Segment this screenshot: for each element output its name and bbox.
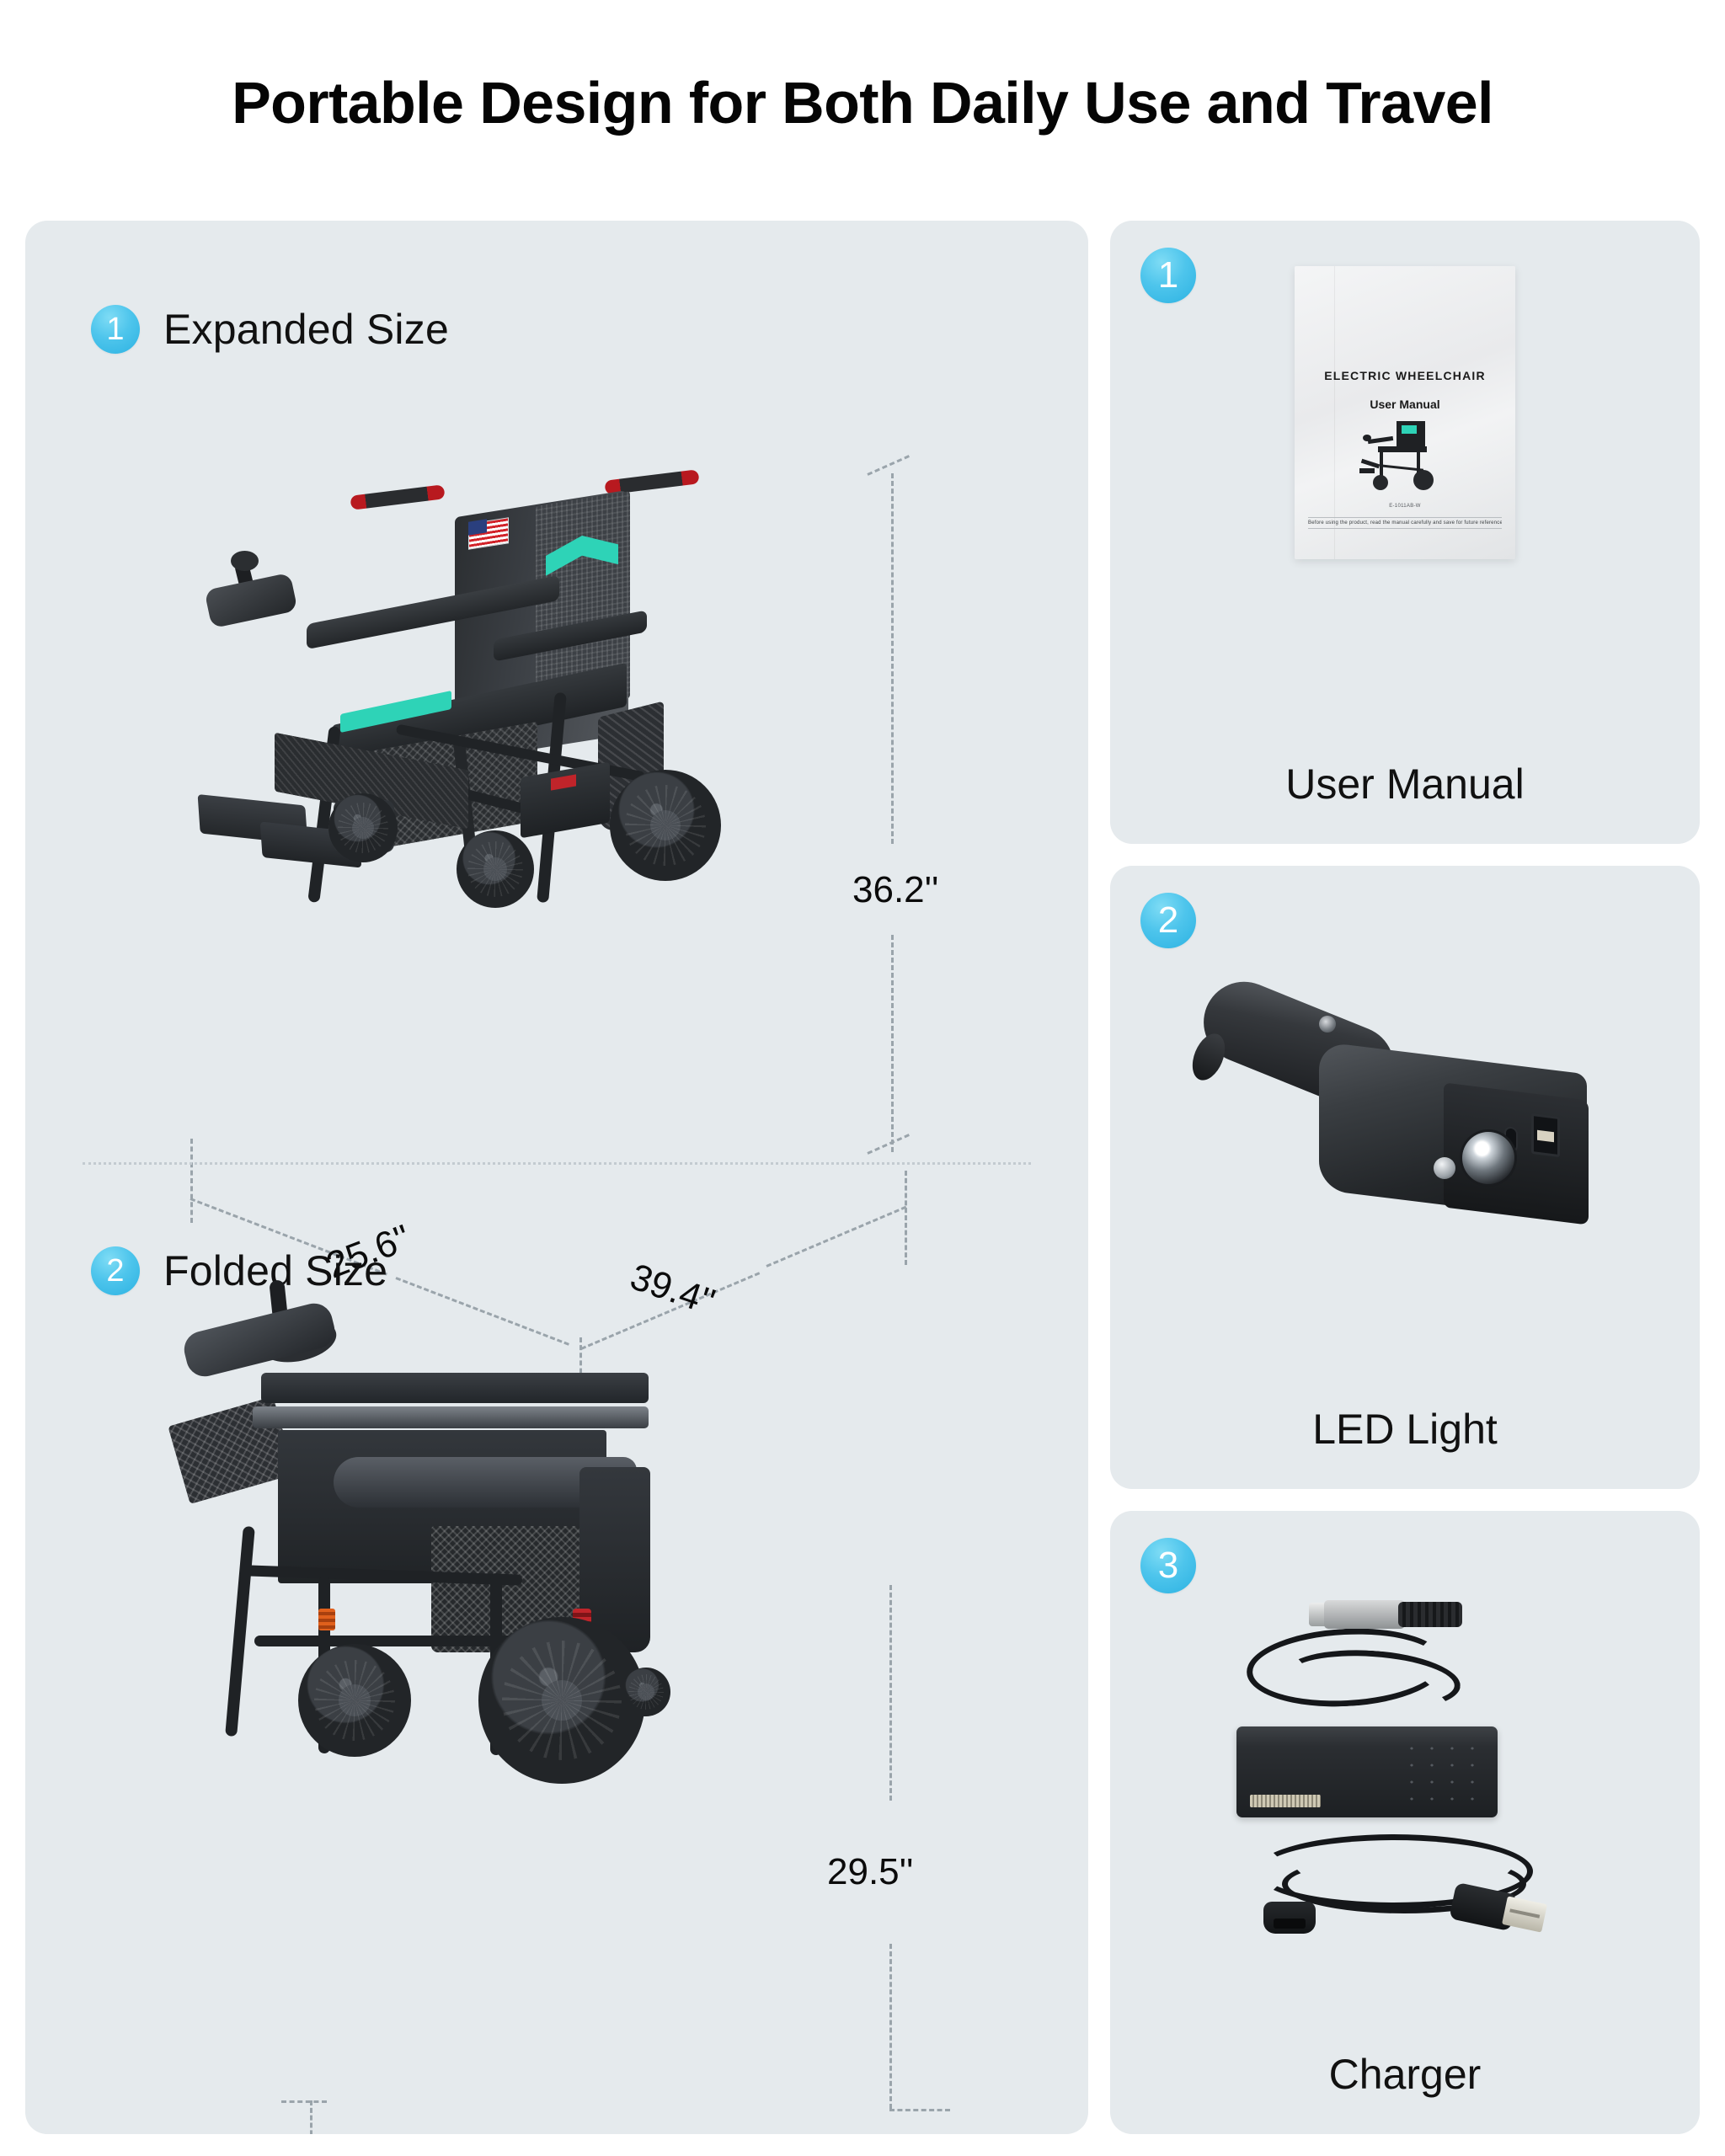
folded-seat-rail	[253, 1406, 649, 1428]
folded-frame-upright-a	[225, 1525, 255, 1737]
folded-anti-tip-hub	[638, 1684, 654, 1700]
manual-heading: ELECTRIC WHEELCHAIR	[1324, 369, 1486, 382]
guide-height-vertical	[891, 473, 894, 844]
step-badge-2: 2	[91, 1246, 140, 1295]
dimension-height-folded: 29.5''	[827, 1851, 914, 1892]
drawing-footplate	[1359, 468, 1375, 473]
section-header-expanded: 1 Expanded Size	[91, 305, 449, 354]
folded-frame-rail-lower	[254, 1636, 549, 1646]
push-handle-left	[350, 484, 446, 510]
drawing-frame-b	[1417, 452, 1420, 474]
accessory-card-user-manual: 1 ELECTRIC WHEELCHAIR User Manual	[1110, 221, 1700, 844]
charger-spec-label	[1250, 1795, 1321, 1807]
guide-folded-height-lower	[889, 1944, 892, 2109]
left-column: 1 Expanded Size	[25, 221, 1088, 2134]
drawing-armrest	[1367, 435, 1394, 445]
dimension-height-expanded: 36.2''	[852, 869, 939, 910]
folded-quick-release	[318, 1609, 335, 1630]
guide-folded-depth-top-tick	[281, 2100, 327, 2103]
charger-vent-holes	[1402, 1740, 1482, 1802]
drawing-frame-a	[1380, 452, 1383, 476]
manual-cover-wheelchair-drawing	[1358, 418, 1452, 495]
rear-wheel	[610, 770, 721, 881]
led-screw-upper	[1319, 1016, 1336, 1033]
step-badge-1: 1	[91, 305, 140, 354]
accessory-label-charger: Charger	[1328, 2051, 1482, 2098]
charger-art	[1110, 1511, 1700, 2050]
wheelchair-expanded-illustration	[184, 469, 874, 1080]
power-button	[1434, 1157, 1455, 1179]
accessory-label-user-manual: User Manual	[1285, 760, 1525, 808]
folded-anti-tip-wheel	[622, 1668, 670, 1716]
drawing-legrest	[1360, 458, 1381, 469]
section-title-expanded: Expanded Size	[163, 306, 449, 353]
guide-length-center-tick	[579, 1337, 582, 1396]
caster-wheel-hub	[351, 816, 375, 840]
accessory-card-led-light: 2 LED Light	[1110, 866, 1700, 1489]
guide-length-line-b	[766, 1205, 907, 1267]
accessory-badge-2: 2	[1140, 893, 1196, 948]
drawing-seat	[1378, 446, 1427, 452]
folded-front-hub	[339, 1684, 371, 1716]
drawing-front-wheel	[1373, 475, 1388, 490]
step-badge-2-label: 2	[106, 1253, 125, 1289]
led-lens	[1462, 1132, 1514, 1184]
guide-height-bottom-tick	[867, 1134, 910, 1155]
user-manual-art: ELECTRIC WHEELCHAIR User Manual	[1110, 221, 1700, 760]
guide-length-right-tick	[905, 1171, 907, 1265]
joystick-knob	[231, 551, 259, 571]
page-title: Portable Design for Both Daily Use and T…	[232, 70, 1493, 136]
folded-controller-pad	[180, 1299, 339, 1380]
iec-connector	[1263, 1902, 1316, 1934]
size-comparison-panel: 1 Expanded Size	[25, 221, 1088, 2134]
section-divider	[83, 1162, 1031, 1165]
power-cord-loop-lower	[1282, 1854, 1526, 1913]
folded-rear-hub	[542, 1680, 582, 1721]
battery-charger	[1183, 1592, 1637, 1945]
wheelchair-folded-illustration	[153, 1273, 844, 1846]
right-column: 1 ELECTRIC WHEELCHAIR User Manual	[1110, 221, 1700, 2134]
drawing-teal-accent	[1402, 425, 1417, 434]
drawing-rear-wheel	[1413, 470, 1434, 490]
accessory-label-led-light: LED Light	[1312, 1406, 1498, 1453]
drawing-joystick	[1363, 435, 1371, 441]
rear-wheel-hub	[649, 809, 681, 841]
folded-side-bag	[579, 1467, 650, 1652]
guide-folded-depth-line	[310, 2100, 312, 2134]
content-layout: 1 Expanded Size	[25, 221, 1700, 2134]
led-light-module	[1186, 967, 1629, 1245]
charger-power-brick	[1236, 1726, 1498, 1817]
folded-rear-wheel	[478, 1617, 645, 1784]
manual-model-code: E-1011AB-W	[1389, 504, 1421, 509]
guide-folded-height-tick	[889, 2109, 950, 2111]
front-wheel	[457, 830, 534, 908]
manual-subheading: User Manual	[1370, 398, 1440, 411]
user-manual-booklet: ELECTRIC WHEELCHAIR User Manual	[1295, 266, 1515, 559]
folded-front-wheel	[298, 1644, 411, 1757]
manual-footnote: Before using the product, read the manua…	[1308, 517, 1502, 529]
guide-folded-height-upper	[889, 1585, 892, 1801]
guide-height-top-tick	[867, 455, 910, 476]
xlr-plug-strain-relief	[1398, 1602, 1462, 1627]
step-badge-1-label: 1	[106, 312, 125, 347]
accessory-badge-1-label: 1	[1157, 254, 1179, 296]
caster-wheel	[328, 793, 398, 862]
xlr-plug-body	[1324, 1600, 1405, 1629]
guide-height-vertical-lower	[891, 935, 894, 1152]
guide-width-left-tick	[190, 1139, 193, 1223]
accessory-badge-3: 3	[1140, 1538, 1196, 1593]
usb-a-port	[1531, 1113, 1560, 1158]
accessory-card-charger: 3	[1110, 1511, 1700, 2134]
accessory-badge-1: 1	[1140, 248, 1196, 303]
led-light-art	[1110, 866, 1700, 1405]
controller-pad	[204, 572, 298, 629]
front-wheel-hub	[483, 857, 507, 881]
accessory-badge-3-label: 3	[1157, 1545, 1179, 1586]
folded-seat-top	[261, 1373, 649, 1403]
accessory-badge-2-label: 2	[1157, 899, 1179, 941]
